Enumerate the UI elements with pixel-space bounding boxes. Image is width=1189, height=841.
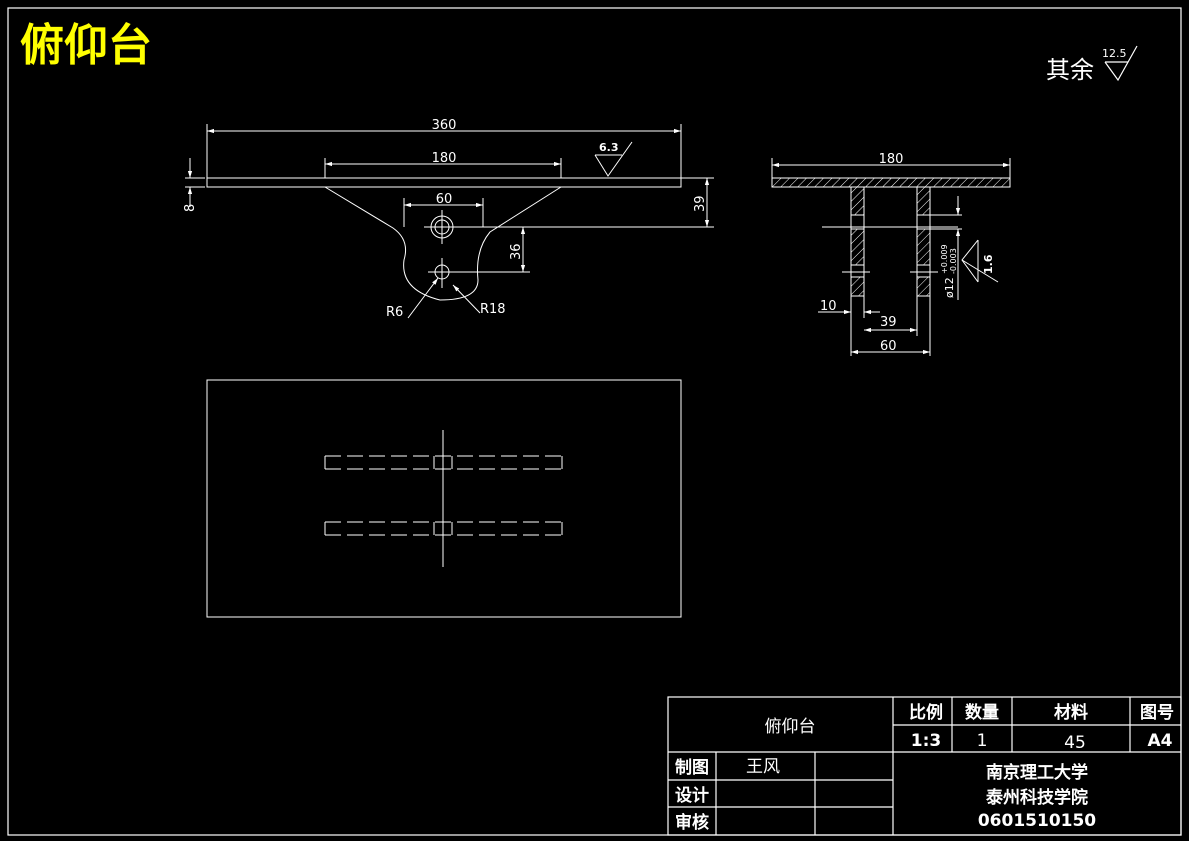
side-dim-inner: 39 <box>880 315 897 330</box>
tb-institution-code: 0601510150 <box>978 811 1096 831</box>
dim-top-span: 180 <box>432 151 457 166</box>
tb-part-name: 俯仰台 <box>765 717 816 737</box>
dim-hole-span: 60 <box>436 192 453 207</box>
drawing-title: 俯仰台 <box>20 20 152 71</box>
side-dim-outer: 60 <box>880 339 897 354</box>
tb-header-quantity: 数量 <box>965 702 999 723</box>
general-roughness-symbol: 其余 12.5 <box>1046 45 1138 84</box>
dim-hole-offset: 36 <box>509 243 524 260</box>
front-view <box>185 124 714 319</box>
side-right-lug <box>916 186 931 297</box>
tb-role-drafter: 制图 <box>675 757 709 778</box>
title-block <box>667 696 1182 836</box>
roughness-value: 12.5 <box>1102 47 1127 60</box>
dim-height: 39 <box>693 195 708 212</box>
side-dim-width: 180 <box>879 152 904 167</box>
tb-material: 45 <box>1064 733 1086 753</box>
dim-overall-length: 360 <box>432 118 457 133</box>
top-lug-lower <box>324 521 563 536</box>
tb-header-material: 材料 <box>1054 702 1088 723</box>
tb-quantity: 1 <box>977 731 988 751</box>
top-view-outline <box>206 379 682 618</box>
tb-drawing-no: A4 <box>1148 731 1173 751</box>
roughness-6-3: 6.3 <box>599 141 619 154</box>
radius-small-label: R6 <box>386 305 403 320</box>
hole-diameter-spec: ø12 <box>943 277 956 298</box>
tb-header-drawing-no: 图号 <box>1140 703 1174 723</box>
hole-tol-lower: -0.003 <box>949 248 958 274</box>
roughness-1-6: 1.6 <box>982 254 995 274</box>
top-lug-upper <box>324 455 563 470</box>
side-top-plate <box>771 177 1011 188</box>
radius-large-label: R18 <box>480 302 506 317</box>
top-view <box>206 379 682 618</box>
side-view <box>771 158 1011 356</box>
bracket-outline <box>324 186 562 301</box>
tb-institution-1: 南京理工大学 <box>986 762 1088 783</box>
hole-tol-upper: +0.009 <box>940 244 949 274</box>
side-dim-slot: 10 <box>820 299 837 314</box>
tb-scale: 1:3 <box>911 731 941 751</box>
tb-name-drafter: 王风 <box>746 757 780 777</box>
tb-header-scale: 比例 <box>909 702 943 723</box>
roughness-prefix: 其余 <box>1046 56 1094 84</box>
tb-role-reviewer: 审核 <box>675 812 709 833</box>
side-left-lug <box>850 186 865 297</box>
dim-plate-thickness: 8 <box>183 204 198 212</box>
tb-institution-2: 泰州科技学院 <box>986 787 1088 808</box>
top-plate <box>206 177 682 188</box>
drawing-border <box>7 7 1182 836</box>
tb-role-designer: 设计 <box>675 785 709 806</box>
